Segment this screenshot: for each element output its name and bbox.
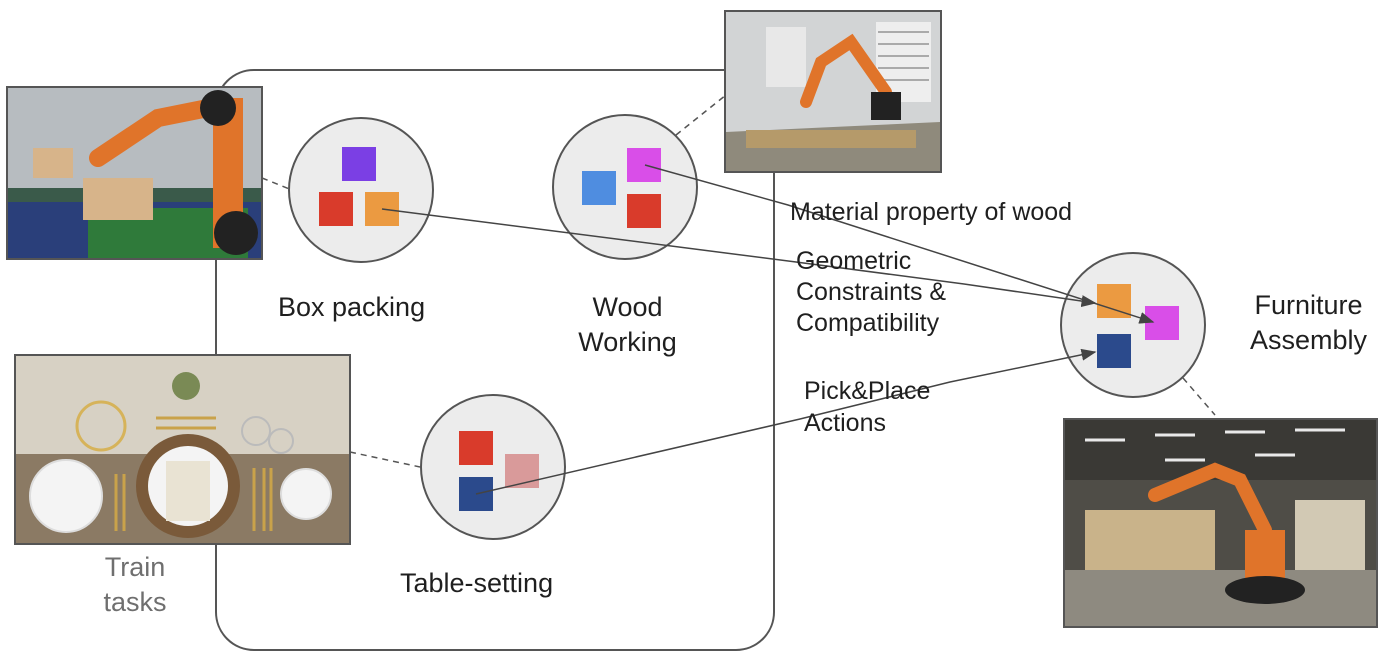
robot-arm-woodshop-icon [726,12,940,171]
transfer-arrows [381,164,1155,495]
magenta-square [1145,306,1179,340]
furniture-assembly-circle [1060,252,1206,398]
wood-working-label: Wood Working [578,292,677,357]
furniture-assembly-photo [1063,418,1378,628]
factory-robot-icon [1065,420,1376,626]
red-square [319,192,353,226]
furniture-assembly-label: Furniture Assembly [1249,290,1368,355]
material-property-label: Material property of wood [790,198,1073,226]
box-packing-label: Box packing [278,292,426,322]
photo-connectors [261,94,1216,468]
box-packing-circle [288,117,434,263]
table-setting-label: Table-setting [400,568,554,598]
geometric-constraints-label: Geometric Constraints & Compatibility [796,247,947,337]
red-square [627,194,661,228]
box-packing-photo [6,86,263,260]
orange-square [1097,284,1131,318]
table-setting-photo [14,354,351,545]
table-setting-icon [16,356,349,543]
navy-square [1097,334,1131,368]
pick-place-label: Pick&Place Actions [804,377,931,437]
table-setting-circle [420,394,566,540]
robot-arm-conveyor-icon [8,88,261,258]
wood-working-photo [724,10,942,173]
pink-square [505,454,539,488]
red-square [459,431,493,465]
train-tasks-label: Train tasks [103,552,167,617]
blue-square [582,171,616,205]
magenta-square [627,148,661,182]
purple-square [342,147,376,181]
wood-working-circle [552,114,698,260]
